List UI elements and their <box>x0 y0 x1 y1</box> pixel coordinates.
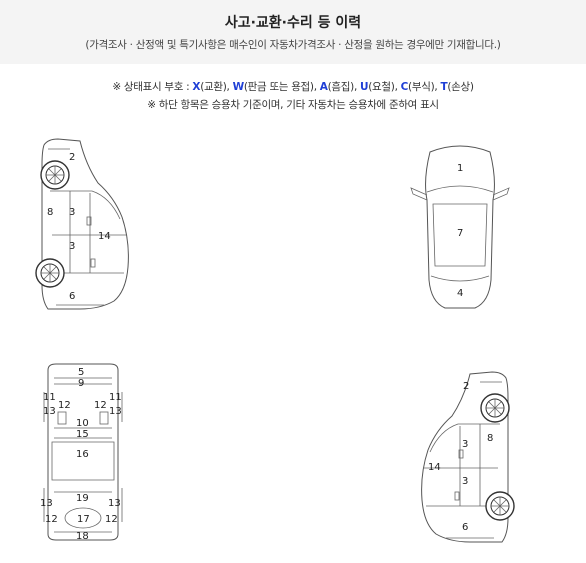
legend-prefix: ※ 상태표시 부호 : <box>112 81 193 93</box>
frame-spare-tire-pan-label: 17 <box>77 514 90 525</box>
legend-code-t: T <box>440 81 448 93</box>
left-rear-door-label: 3 <box>69 241 75 252</box>
frame-inside-panel-right-label: 11 <box>109 392 122 403</box>
legend-code-desc: (손상) <box>447 81 474 93</box>
right-hood-edge-label: 8 <box>487 433 493 444</box>
frame-side-member-rr-label: 12 <box>105 514 118 525</box>
right-rear-door-label: 3 <box>462 476 468 487</box>
legend-code-desc: (판금 또는 용접), <box>243 81 320 93</box>
frame-inside-panel-left-label: 11 <box>43 392 56 403</box>
frame-trunk-floor-label: 16 <box>76 449 89 460</box>
frame-rear-crossmember-label: 18 <box>76 531 89 542</box>
frame-wheel-house-fl-label: 13 <box>43 406 56 417</box>
frame-side-member-fr-label: 12 <box>94 400 107 411</box>
status-symbol-legend: ※ 상태표시 부호 : X(교환), W(판금 또는 용접), A(흠집), U… <box>0 79 586 94</box>
top-roof-label: 7 <box>457 228 463 239</box>
right-front-door-label: 3 <box>462 439 468 450</box>
frame-floor-panel-label: 15 <box>76 429 89 440</box>
left-side-sill-label: 14 <box>98 231 111 242</box>
left-front-door-label: 3 <box>69 207 75 218</box>
top-trunk-label: 4 <box>457 288 463 299</box>
legend-code-x: X <box>192 81 201 93</box>
section-title: 사고·교환·수리 등 이력 <box>224 15 362 31</box>
frame-side-member-rl-label: 12 <box>45 514 58 525</box>
legend-code-desc: (흠집), <box>327 81 361 93</box>
car-top-view-diagram: 1 7 4 <box>410 145 510 309</box>
frame-wheel-house-rr-label: 13 <box>108 498 121 509</box>
legend-code-w: W <box>232 81 245 93</box>
legend-codes: X(교환), W(판금 또는 용접), A(흠집), U(요철), C(부식),… <box>192 81 474 93</box>
frame-wheel-house-fr-label: 13 <box>109 406 122 417</box>
right-quarter-panel-label: 6 <box>462 522 468 533</box>
car-left-side-diagram: 2 8 3 3 14 6 <box>35 138 129 310</box>
car-right-side-diagram: 2 8 3 3 14 6 <box>421 371 515 543</box>
legend-code-c: C <box>400 81 409 93</box>
frame-wheel-house-rl-label: 13 <box>40 498 53 509</box>
frame-side-member-fl-label: 12 <box>58 400 71 411</box>
frame-crossmember-label: 9 <box>78 378 84 389</box>
right-side-sill-label: 14 <box>428 462 441 473</box>
frame-rear-panel-label: 19 <box>76 493 89 504</box>
left-quarter-panel-label: 6 <box>69 291 75 302</box>
legend-code-desc: (부식), <box>408 81 441 93</box>
legend-code-desc: (요철), <box>368 81 401 93</box>
frame-dash-panel-label: 10 <box>76 418 89 429</box>
legend-code-u: U <box>360 81 369 93</box>
section-subtitle: (가격조사 · 산정액 및 특기사항은 매수인이 자동차가격조사 · 산정을 원… <box>85 39 501 51</box>
car-frame-diagram: 5 9 11 11 12 12 13 13 10 15 16 13 19 13 … <box>40 363 123 542</box>
left-fender-label: 2 <box>69 152 75 163</box>
frame-front-panel-label: 5 <box>78 367 84 378</box>
legend-code-desc: (교환), <box>200 81 233 93</box>
legend-code-a: A <box>319 81 328 93</box>
legend-note: ※ 하단 항목은 승용차 기준이며, 기타 자동차는 승용차에 준하여 표시 <box>147 99 439 111</box>
history-header: 사고·교환·수리 등 이력 (가격조사 · 산정액 및 특기사항은 매수인이 자… <box>0 0 586 64</box>
left-hood-edge-label: 8 <box>47 207 53 218</box>
right-fender-label: 2 <box>463 381 469 392</box>
top-hood-label: 1 <box>457 163 463 174</box>
